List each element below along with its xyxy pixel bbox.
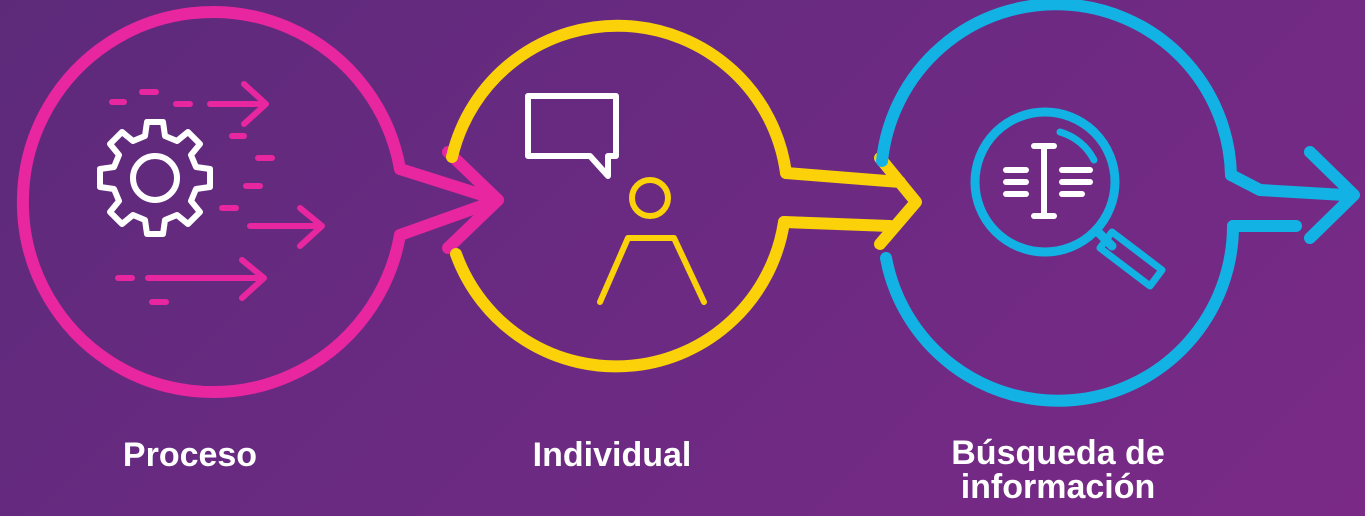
busqueda-ring-bottom bbox=[880, 220, 1239, 407]
step-label-busqueda: Búsqueda de información bbox=[951, 434, 1165, 506]
step-busqueda bbox=[876, 0, 1360, 407]
individual-connector-lower bbox=[778, 216, 896, 232]
proceso-arrow-head bbox=[442, 146, 504, 254]
step-individual bbox=[446, 19, 922, 373]
search-document-icon bbox=[970, 107, 1166, 290]
step-label-proceso: Proceso bbox=[122, 436, 258, 474]
proceso-ring bbox=[16, 6, 406, 398]
step-proceso bbox=[16, 6, 504, 398]
busqueda-arrow-head bbox=[1304, 146, 1360, 244]
individual-arrow-head bbox=[874, 152, 922, 250]
individual-ring-top bbox=[446, 19, 792, 179]
gear-icon bbox=[97, 119, 213, 237]
busqueda-ring-top bbox=[876, 0, 1237, 181]
person-icon bbox=[597, 177, 707, 305]
step-label-individual: Individual bbox=[532, 436, 692, 474]
busqueda-connector bbox=[1225, 169, 1350, 201]
individual-connector bbox=[780, 167, 906, 188]
motion-arrows-icon bbox=[109, 81, 325, 305]
individual-ring-bottom bbox=[450, 216, 790, 373]
chat-bubble-icon bbox=[525, 93, 619, 179]
